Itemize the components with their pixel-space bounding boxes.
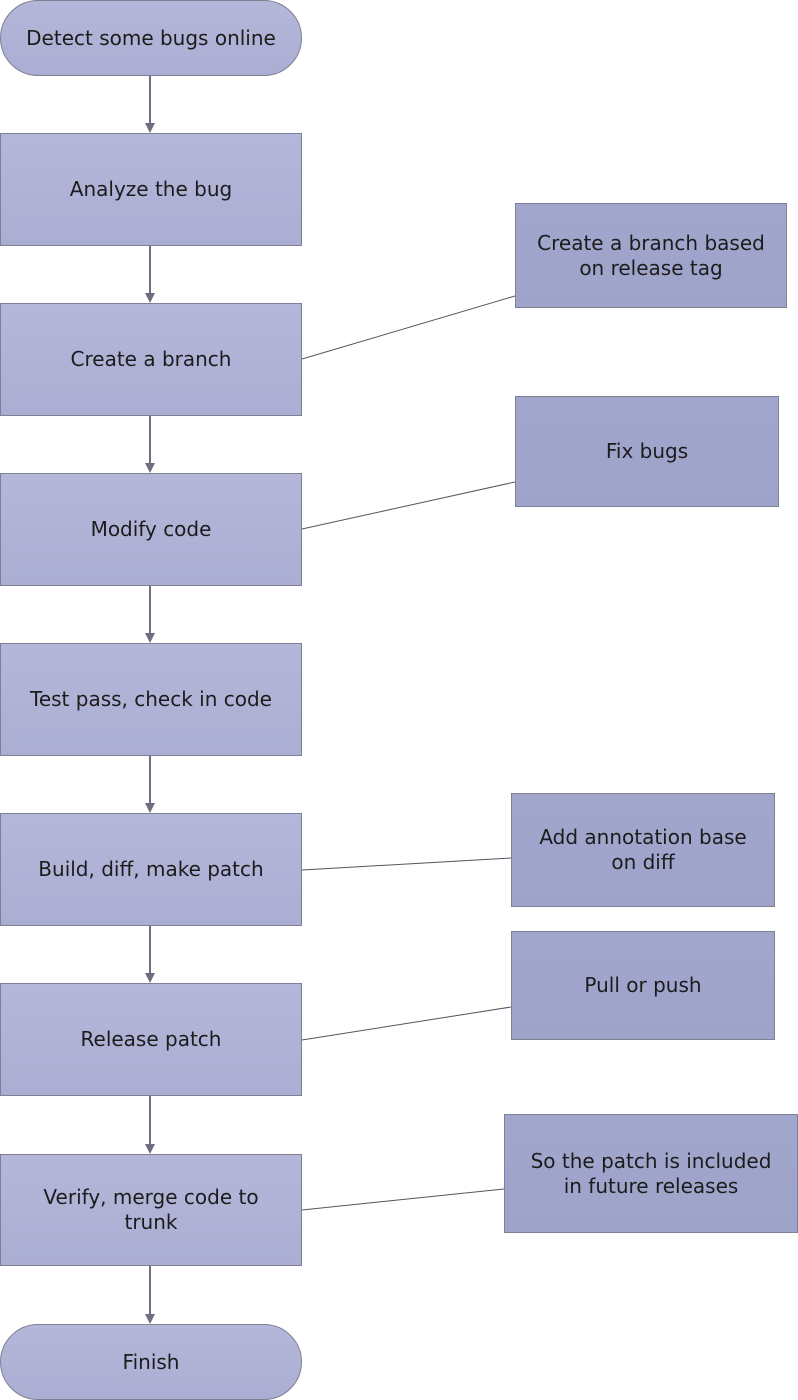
step-finish[interactable]: Finish [0,1324,302,1400]
note-line-annotation [301,857,512,871]
step-modify-code[interactable]: Modify code [0,473,302,586]
step-analyze-bug[interactable]: Analyze the bug [0,133,302,246]
step-detect-bugs[interactable]: Detect some bugs online [0,0,302,76]
note-line-future [301,1188,505,1211]
note-fix-bugs[interactable]: Fix bugs [515,396,779,507]
note-branch-on-release-tag[interactable]: Create a branch based on release tag [515,203,787,308]
note-add-annotation[interactable]: Add annotation base on diff [511,793,775,907]
note-line-pull-push [301,1006,512,1041]
note-line-fix [301,481,516,530]
step-create-branch[interactable]: Create a branch [0,303,302,416]
step-release-patch[interactable]: Release patch [0,983,302,1096]
note-line-branch [301,295,516,360]
note-pull-or-push[interactable]: Pull or push [511,931,775,1040]
note-future-releases[interactable]: So the patch is included in future relea… [504,1114,798,1233]
step-verify-merge[interactable]: Verify, merge code to trunk [0,1154,302,1266]
step-build-diff[interactable]: Build, diff, make patch [0,813,302,926]
step-test-pass[interactable]: Test pass, check in code [0,643,302,756]
